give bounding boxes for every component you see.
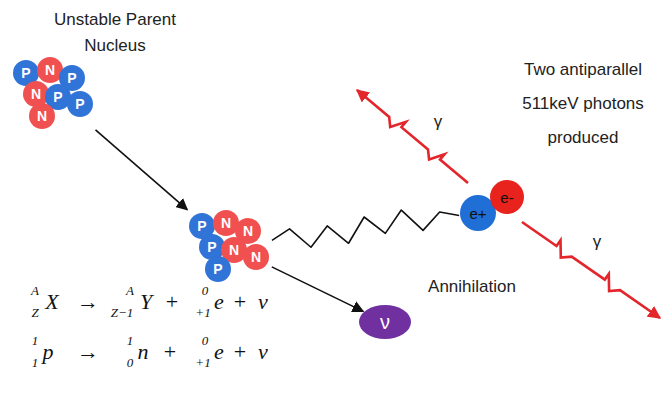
particle-label: e+: [469, 206, 486, 221]
equation-term: +: [234, 339, 246, 365]
equation-term: →: [77, 339, 99, 365]
equation-term: →: [77, 289, 99, 315]
positron-track: [272, 210, 459, 247]
equation-term: e: [214, 339, 224, 365]
neutron-circle: N: [243, 244, 269, 270]
gamma-label: γ: [593, 232, 602, 252]
emission-arrow: [272, 267, 363, 312]
equation-term: Z−1: [111, 305, 134, 321]
particle-label: N: [45, 63, 55, 77]
neutron-circle: N: [29, 103, 55, 129]
particle-label: N: [251, 250, 261, 264]
equation-term: 1: [32, 355, 39, 371]
equation-term: A: [126, 283, 134, 299]
nucleus-heading: Unstable Parent Nucleus: [40, 7, 190, 59]
gamma-photon: [357, 90, 468, 183]
proton-circle-fill: [67, 91, 93, 117]
process-label: Annihilation: [428, 277, 516, 297]
annotation-note: Two antiparallel 511keV photons produced: [508, 53, 658, 155]
electron-circle-fill: [490, 180, 524, 214]
neutron-circle-fill: [29, 103, 55, 129]
equation-term: +1: [195, 305, 210, 321]
particle-label: ν: [380, 312, 390, 332]
equation-term: +: [166, 289, 178, 315]
equation-term: 0: [202, 333, 209, 349]
particle-label: N: [243, 224, 253, 238]
particle-label: P: [197, 219, 206, 233]
equation-term: X: [45, 289, 58, 315]
particle-label: P: [75, 97, 84, 111]
equation-term: ν: [258, 339, 268, 365]
neutrino-oval: ν: [359, 305, 411, 339]
equation-term: n: [138, 339, 149, 365]
equation-term: A: [31, 283, 39, 299]
equation-term: e: [214, 289, 224, 315]
equation-term: 0: [202, 283, 209, 299]
proton-circle: P: [199, 234, 225, 260]
particle-label: N: [31, 87, 41, 101]
neutron-circle: N: [23, 81, 49, 107]
proton-circle-fill: [199, 234, 225, 260]
electron-circle: e-: [490, 180, 524, 214]
particle-label: P: [207, 240, 216, 254]
neutrino-oval-fill: [359, 305, 411, 339]
particle-label: P: [53, 90, 62, 104]
equation-term: p: [43, 339, 54, 365]
daughter-nucleus: PNNPNNP: [188, 210, 270, 282]
particle-label: N: [229, 243, 239, 257]
particle-label: N: [37, 109, 47, 123]
neutron-circle-fill: [243, 244, 269, 270]
proton-circle-fill: [205, 256, 231, 282]
particle-label: P: [213, 262, 222, 276]
equation-term: Z: [31, 305, 38, 321]
equation-term: 0: [127, 355, 134, 371]
equation-term: 1: [32, 333, 39, 349]
equation-term: ν: [258, 289, 268, 315]
proton-circle: P: [67, 91, 93, 117]
equation-term: +: [164, 339, 176, 365]
equation-term: +1: [195, 355, 210, 371]
particle-label: e-: [500, 190, 513, 205]
particle-label: P: [67, 71, 76, 85]
neutron-circle-fill: [23, 81, 49, 107]
decay-arrow: [96, 130, 188, 210]
equation-term: 1: [127, 333, 134, 349]
parent-nucleus: Unstable Parent NucleusPNPNPPN: [12, 57, 94, 129]
particle-label: N: [221, 216, 231, 230]
proton-circle: P: [205, 256, 231, 282]
gamma-photon: [522, 222, 660, 318]
equation-term: +: [234, 289, 246, 315]
gamma-label: γ: [434, 112, 443, 132]
equation-term: Y: [140, 289, 152, 315]
particle-label: P: [21, 66, 30, 80]
